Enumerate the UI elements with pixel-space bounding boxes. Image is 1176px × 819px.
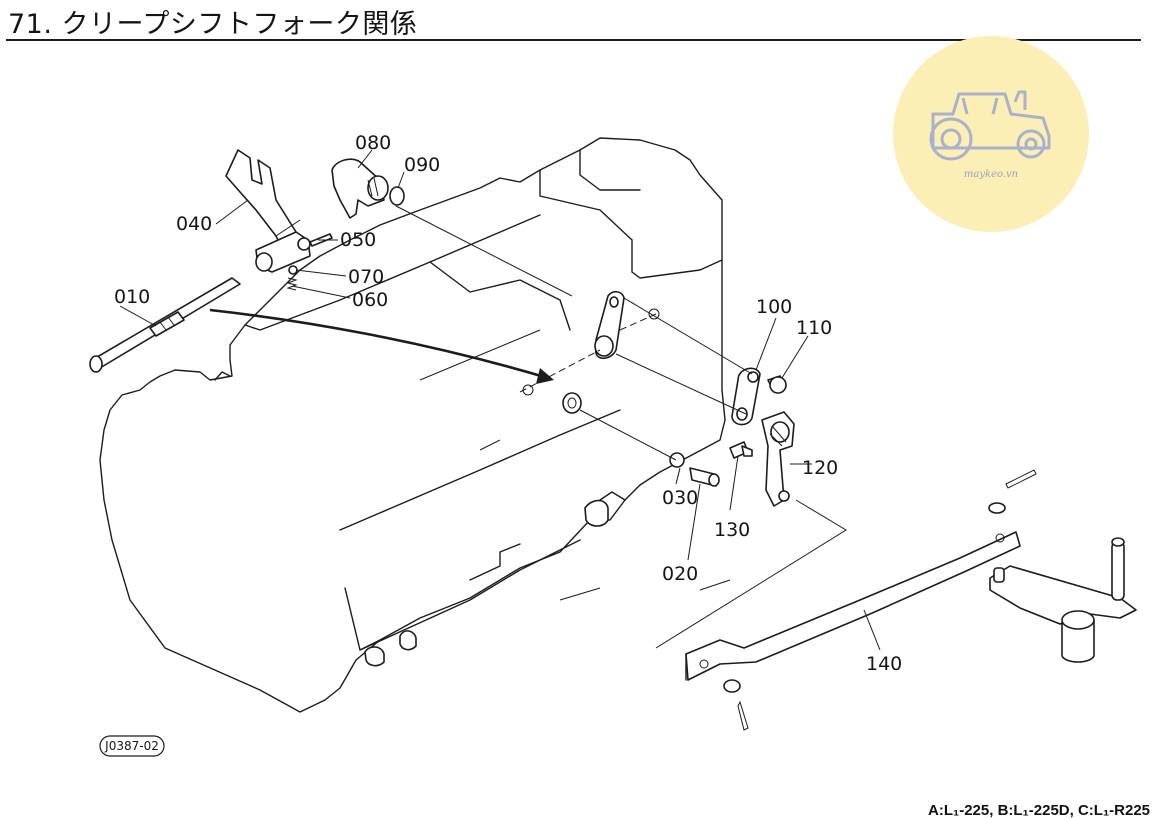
- title-underline: [6, 39, 1141, 41]
- watermark-logo: maykeo.vn: [893, 36, 1089, 232]
- lever-120: [761, 411, 795, 507]
- spring-060: [286, 277, 298, 291]
- collar-near-housing: [562, 392, 582, 414]
- label-040: 040: [176, 213, 212, 235]
- transmission-housing: [99, 137, 731, 713]
- label-060: 060: [352, 289, 388, 311]
- label-140: 140: [866, 653, 902, 675]
- pedal-bracket: [989, 537, 1137, 663]
- arm-shaft-080: [331, 158, 389, 219]
- cotter-pin-upper: [1005, 469, 1037, 489]
- bolt-110: [767, 375, 787, 394]
- model-applicability: A:L₁-225, B:L₁-225D, C:L₁-R225: [928, 802, 1150, 819]
- leader-lines: [119, 149, 881, 651]
- tractor-icon: [929, 90, 1051, 161]
- assembly-arrow: [209, 308, 554, 384]
- label-050: 050: [340, 229, 376, 251]
- label-120: 120: [802, 457, 838, 479]
- lever-plate-100: [731, 367, 761, 426]
- washer-upper: [988, 502, 1006, 514]
- bolt-130: [729, 441, 753, 459]
- watermark-text: maykeo.vn: [963, 169, 1019, 180]
- label-090: 090: [404, 154, 440, 176]
- o-ring-090: [389, 186, 405, 206]
- reference-code: J0387-02: [104, 739, 159, 753]
- label-110: 110: [796, 317, 832, 339]
- shift-rod-010: [89, 277, 241, 373]
- page-title: 71. クリープシフトフォーク関係: [8, 9, 418, 40]
- label-020: 020: [662, 563, 698, 585]
- label-080: 080: [355, 132, 391, 154]
- inner-arm: [594, 290, 625, 360]
- ball-070: [288, 265, 298, 275]
- shift-fork-040: [225, 149, 311, 273]
- cotter-pin-lower: [737, 700, 749, 731]
- label-100: 100: [756, 296, 792, 318]
- reference-code-badge: J0387-02: [99, 735, 165, 757]
- washer-lower: [723, 679, 741, 693]
- label-010: 010: [114, 286, 150, 308]
- link-rod-140: [685, 531, 1021, 681]
- label-070: 070: [348, 266, 384, 288]
- label-130: 130: [714, 519, 750, 541]
- assembly-lines: [275, 205, 847, 649]
- label-030: 030: [662, 487, 698, 509]
- bolt-020: [689, 467, 720, 487]
- washer-030: [669, 452, 685, 468]
